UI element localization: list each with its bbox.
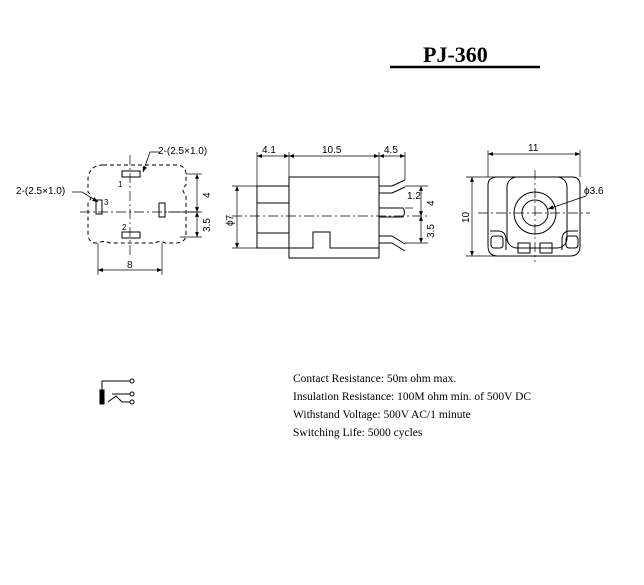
front-dim-upper: 4 [202, 192, 213, 198]
front-dim-width: 8 [127, 260, 133, 271]
side-dim-diameter: ϕ7 [225, 214, 236, 226]
drawing-title: PJ-360 [423, 42, 488, 67]
pad-bottom [121, 231, 141, 239]
pad-left [95, 199, 103, 215]
front-dim-lower: 3.5 [202, 218, 213, 232]
side-view [232, 152, 428, 259]
side-dim-c: 4.5 [384, 145, 398, 156]
pad-top [121, 170, 141, 178]
end-dim-width: 11 [528, 143, 539, 154]
spec-contact-resistance: Contact Resistance: 50m ohm max. [293, 373, 457, 385]
pad-size-label-top: 2-(2.5×1.0) [158, 146, 207, 157]
pin-lower [379, 235, 406, 245]
spec-insulation-resistance: Insulation Resistance: 100M ohm min. of … [293, 391, 532, 403]
end-body-outline [487, 176, 581, 257]
pin-3-label: 3 [104, 198, 109, 207]
specifications-block: Contact Resistance: 50m ohm max. Insulat… [293, 370, 531, 442]
side-dim-pin-gap: 1.2 [407, 191, 421, 202]
pad-right [158, 202, 166, 218]
pin-middle [379, 207, 405, 218]
end-cylinder [506, 176, 568, 249]
end-dim-hole: ϕ3.6 [584, 186, 604, 197]
front-view [72, 151, 202, 275]
end-dim-height: 10 [461, 211, 472, 223]
side-body-front [256, 185, 290, 249]
end-view [466, 150, 590, 262]
schematic-symbol [99, 378, 135, 405]
side-dim-b: 10.5 [322, 145, 342, 156]
spec-switching-life: Switching Life: 5000 cycles [293, 427, 423, 439]
footprint-outline [87, 164, 187, 244]
pad-size-label-left: 2-(2.5×1.0) [16, 186, 65, 197]
side-dim-pin-upper: 4 [426, 200, 437, 206]
title-block: PJ-360 [390, 42, 540, 69]
pin-upper [379, 179, 406, 187]
side-view-labels: 4.1 10.5 4.5 ϕ7 1.2 4 3.5 [225, 145, 437, 238]
front-view-labels: 2-(2.5×1.0) 2-(2.5×1.0) 1 3 2 4 3.5 8 [16, 146, 213, 271]
spec-withstand-voltage: Withstand Voltage: 500V AC/1 minute [293, 409, 471, 421]
pin-2-label: 2 [122, 223, 127, 232]
pin-1-label: 1 [118, 180, 123, 189]
side-dim-pin-lower: 3.5 [426, 224, 437, 238]
end-view-labels: 11 10 ϕ3.6 [461, 143, 604, 223]
sleeve-symbol [99, 389, 105, 405]
side-dim-a: 4.1 [262, 145, 276, 156]
side-body-main [288, 176, 380, 259]
